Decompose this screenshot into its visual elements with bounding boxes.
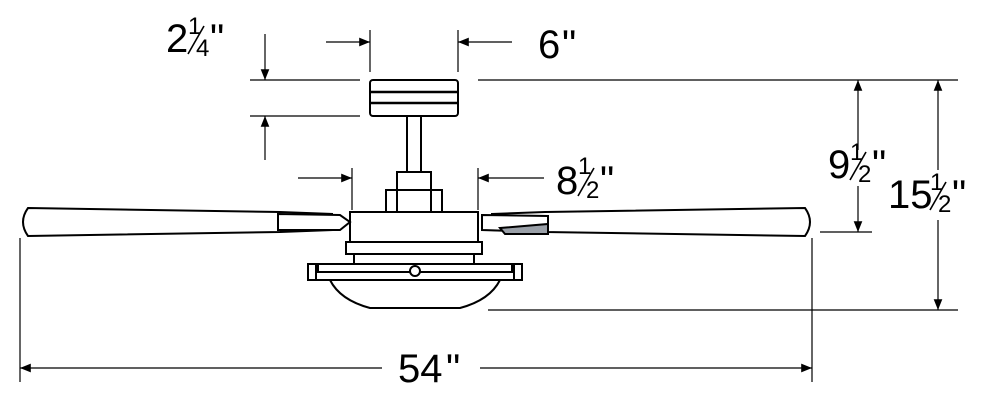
- ceiling-to-blade-num: 1: [850, 139, 863, 166]
- motor-width-whole: 8: [556, 159, 578, 203]
- motor-width-unit: ": [600, 159, 614, 203]
- fraction-slash: [849, 151, 867, 181]
- dim-label-canopy-width: 6 ": [538, 23, 576, 67]
- canopy-width-whole: 6: [538, 23, 560, 67]
- dim-label-motor-width: 8 1 2 ": [556, 153, 614, 204]
- canopy-height-den: 4: [196, 35, 209, 62]
- downrod: [406, 115, 422, 173]
- ceiling-to-blade-whole: 9: [828, 143, 850, 187]
- overall-height-den: 2: [938, 191, 951, 218]
- fraction-slash: [577, 167, 595, 197]
- light-fitter: [307, 263, 523, 281]
- dim-label-ceiling-to-blade: 9 1 2 ": [828, 139, 886, 188]
- ceiling-to-blade-den: 2: [858, 161, 871, 188]
- overall-height-whole: 15: [888, 173, 933, 217]
- motor-width-num: 1: [578, 153, 591, 180]
- dim-label-canopy-height: 2 1 4 ": [166, 13, 224, 62]
- glass-bowl: [328, 279, 502, 309]
- overall-height-num: 1: [930, 169, 943, 196]
- fan-body: [22, 79, 811, 309]
- fraction-slash: [929, 181, 947, 211]
- overall-height-unit: ": [952, 173, 966, 217]
- right-blade: [481, 206, 811, 238]
- dim-label-overall-height: 15 1 2 ": [888, 169, 966, 218]
- motor-collar: [385, 171, 443, 213]
- canopy-width-unit: ": [562, 23, 576, 67]
- dimension-lines: [19, 30, 958, 382]
- canopy: [369, 79, 459, 117]
- canopy-height-unit: ": [210, 17, 224, 61]
- blade-span-unit: ": [446, 347, 460, 391]
- motor-housing: [345, 211, 483, 265]
- fraction-slash: [187, 25, 205, 55]
- ceiling-to-blade-unit: ": [872, 143, 886, 187]
- motor-width-den: 2: [586, 177, 599, 204]
- canopy-height-num: 1: [188, 13, 201, 40]
- dim-label-blade-span: 54 ": [398, 347, 460, 391]
- canopy-height-whole: 2: [166, 17, 188, 61]
- blade-span-whole: 54: [398, 347, 443, 391]
- left-blade: [22, 206, 352, 238]
